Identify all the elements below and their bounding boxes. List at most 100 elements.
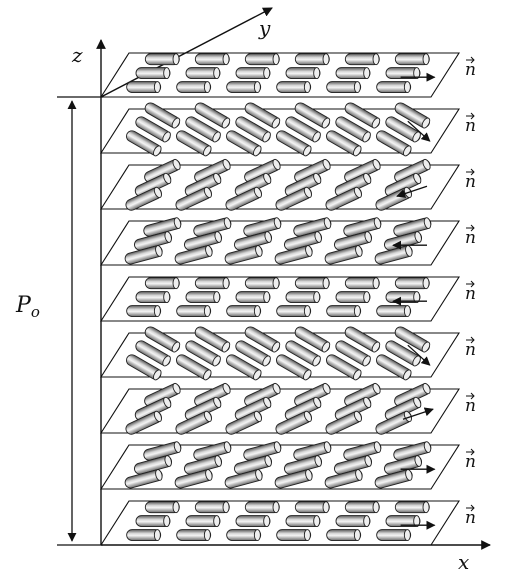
molecule-cylinder bbox=[194, 53, 230, 66]
molecule-cylinder bbox=[344, 53, 380, 66]
molecule-cylinder bbox=[385, 515, 421, 528]
molecule-cylinder bbox=[176, 529, 212, 541]
molecule-cylinder bbox=[326, 130, 362, 157]
molecule-cylinder bbox=[134, 231, 172, 251]
molecule-cylinder bbox=[244, 382, 281, 407]
molecule-cylinder bbox=[384, 455, 422, 475]
molecule-cylinder bbox=[325, 410, 362, 435]
molecule-cylinder bbox=[326, 529, 362, 541]
molecule-cylinder bbox=[185, 291, 221, 304]
molecule-cylinder bbox=[144, 53, 180, 66]
molecule-cylinder bbox=[294, 326, 331, 353]
molecule-cylinder bbox=[124, 469, 163, 489]
molecule-cylinder bbox=[235, 340, 271, 367]
molecule-cylinder bbox=[235, 67, 271, 80]
molecule-cylinder bbox=[226, 81, 262, 93]
molecule-cylinder bbox=[235, 116, 271, 143]
molecule-cylinder bbox=[344, 501, 380, 514]
molecule-cylinder bbox=[185, 67, 221, 80]
molecule-cylinder bbox=[294, 53, 330, 66]
director-label: n bbox=[465, 340, 476, 360]
layer-plane bbox=[99, 220, 461, 266]
molecule-cylinder bbox=[376, 354, 412, 381]
layer-3: n bbox=[99, 158, 476, 211]
layer-6: n bbox=[99, 326, 476, 381]
molecule-cylinder bbox=[244, 326, 281, 353]
director-label: n bbox=[465, 508, 476, 528]
pitch-label: Po bbox=[15, 293, 40, 321]
molecule-cylinder bbox=[135, 515, 171, 528]
molecule-cylinder bbox=[126, 130, 162, 157]
molecule-cylinder bbox=[244, 158, 281, 183]
molecule-cylinder bbox=[276, 529, 312, 541]
molecule-cylinder bbox=[376, 305, 412, 317]
molecule-cylinder bbox=[344, 102, 381, 129]
director-vector-tip bbox=[470, 336, 475, 344]
director-vector-tip bbox=[470, 448, 475, 456]
molecule-cylinder bbox=[285, 340, 321, 367]
molecule-cylinder bbox=[394, 277, 430, 290]
molecule-cylinder bbox=[175, 410, 212, 435]
molecule-cylinder bbox=[376, 130, 412, 157]
molecule-cylinder bbox=[285, 515, 321, 528]
molecule-cylinder bbox=[285, 291, 321, 304]
molecule-cylinder bbox=[126, 81, 162, 93]
molecule-cylinder bbox=[384, 396, 422, 421]
molecule-cylinder bbox=[144, 102, 181, 129]
molecule-cylinder bbox=[176, 81, 212, 93]
molecule-cylinder bbox=[394, 53, 430, 66]
layer-plane bbox=[99, 332, 461, 378]
molecule-cylinder bbox=[275, 410, 312, 435]
molecule-cylinder bbox=[144, 501, 180, 514]
molecule-cylinder bbox=[225, 186, 262, 211]
layer-1: n bbox=[99, 52, 476, 98]
molecule-cylinder bbox=[276, 81, 312, 93]
molecule-cylinder bbox=[174, 469, 213, 489]
layer-9: n bbox=[99, 500, 476, 546]
layer-plane bbox=[99, 164, 461, 210]
director-label: n bbox=[465, 284, 476, 304]
molecule-cylinder bbox=[394, 501, 430, 514]
molecule-cylinder bbox=[126, 354, 162, 381]
molecule-cylinder bbox=[324, 245, 363, 265]
molecule-cylinder bbox=[234, 172, 272, 197]
molecule-cylinder bbox=[335, 291, 371, 304]
director-label: n bbox=[465, 116, 476, 136]
director-label: n bbox=[465, 228, 476, 248]
director-vector-tip bbox=[470, 56, 475, 64]
molecule-cylinder bbox=[276, 354, 312, 381]
molecule-cylinder bbox=[124, 245, 163, 265]
molecule-cylinder bbox=[385, 340, 421, 367]
molecule-cylinder bbox=[193, 441, 232, 461]
director-vector-tip bbox=[470, 112, 475, 120]
molecule-cylinder bbox=[375, 410, 412, 435]
molecule-cylinder bbox=[276, 130, 312, 157]
molecule-cylinder bbox=[224, 469, 263, 489]
molecule-cylinder bbox=[325, 186, 362, 211]
director-label: n bbox=[465, 172, 476, 192]
molecule-cylinder bbox=[184, 396, 222, 421]
molecule-cylinder bbox=[126, 529, 162, 541]
molecule-cylinder bbox=[284, 396, 322, 421]
molecule-cylinder bbox=[294, 501, 330, 514]
molecule-cylinder bbox=[235, 291, 271, 304]
layer-plane bbox=[99, 500, 461, 546]
layer-4: n bbox=[99, 217, 476, 266]
molecule-cylinder bbox=[326, 305, 362, 317]
director-vector-tip bbox=[470, 168, 475, 176]
pitch-label-main: P bbox=[15, 293, 32, 318]
molecule-cylinder bbox=[235, 515, 271, 528]
molecule-cylinder bbox=[385, 67, 421, 80]
molecule-cylinder bbox=[324, 469, 363, 489]
molecule-cylinder bbox=[135, 291, 171, 304]
y-axis-label: y bbox=[258, 16, 271, 40]
molecule-cylinder bbox=[194, 501, 230, 514]
director-arrow bbox=[407, 344, 431, 366]
molecule-cylinder bbox=[185, 515, 221, 528]
director-vector-tip bbox=[470, 504, 475, 512]
z-axis-label: z bbox=[71, 43, 83, 67]
layer-5: n bbox=[99, 276, 476, 322]
molecule-cylinder bbox=[334, 396, 372, 421]
molecule-cylinder bbox=[244, 102, 281, 129]
